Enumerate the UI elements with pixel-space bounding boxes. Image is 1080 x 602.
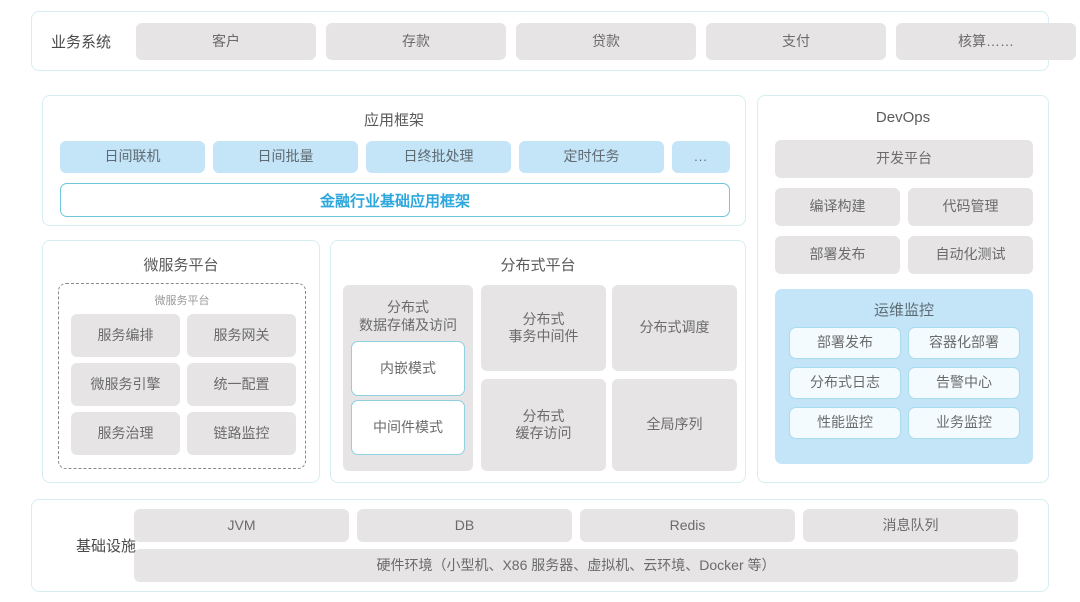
distributed-platform-title: 分布式平台	[500, 257, 576, 274]
microservice-tile-unified-config[interactable]: 统一配置	[187, 363, 296, 406]
infrastructure-panel: 基础设施 JVM DB Redis 消息队列 硬件环境（小型机、X86 服务器、…	[31, 499, 1049, 592]
ops-monitoring-title: 运维监控	[873, 302, 934, 319]
app-framework-tile-online[interactable]: 日间联机	[60, 141, 205, 173]
distributed-tile-embedded-mode[interactable]: 内嵌模式	[351, 341, 465, 396]
business-tile-payment[interactable]: 支付	[706, 23, 886, 60]
distributed-tile-data-storage-label: 分布式 数据存储及访问	[359, 299, 457, 333]
infrastructure-tile-db[interactable]: DB	[357, 509, 572, 542]
ops-tile-alert-center[interactable]: 告警中心	[908, 367, 1020, 399]
ops-tile-business-monitoring[interactable]: 业务监控	[908, 407, 1020, 439]
infrastructure-tile-jvm[interactable]: JVM	[134, 509, 349, 542]
ops-tile-performance-monitoring[interactable]: 性能监控	[789, 407, 901, 439]
microservice-inner-title: 微服务平台	[154, 295, 210, 307]
ops-tile-deploy[interactable]: 部署发布	[789, 327, 901, 359]
app-framework-title: 应用框架	[363, 112, 424, 129]
app-framework-panel: 应用框架 日间联机 日间批量 日终批处理 定时任务 ... 金融行业基础应用框架	[42, 95, 746, 226]
microservice-tile-trace-monitoring[interactable]: 链路监控	[187, 412, 296, 455]
distributed-tile-transaction-middleware[interactable]: 分布式 事务中间件	[481, 285, 606, 371]
business-tile-accounting[interactable]: 核算……	[896, 23, 1076, 60]
business-system-panel: 业务系统 客户 存款 贷款 支付 核算……	[31, 11, 1076, 71]
microservice-tile-engine[interactable]: 微服务引擎	[71, 363, 180, 406]
ops-tile-containerized-deploy[interactable]: 容器化部署	[908, 327, 1020, 359]
app-framework-tile-batch[interactable]: 日间批量	[213, 141, 358, 173]
business-tile-customer[interactable]: 客户	[136, 23, 316, 60]
distributed-tile-cache-access[interactable]: 分布式 缓存访问	[481, 379, 606, 471]
ops-tile-distributed-log[interactable]: 分布式日志	[789, 367, 901, 399]
business-tile-deposit[interactable]: 存款	[326, 23, 506, 60]
app-framework-banner: 金融行业基础应用框架	[60, 183, 730, 217]
devops-tile-build[interactable]: 编译构建	[775, 188, 900, 226]
app-framework-tile-eod[interactable]: 日终批处理	[366, 141, 511, 173]
infrastructure-tile-hardware[interactable]: 硬件环境（小型机、X86 服务器、虚拟机、云环境、Docker 等）	[134, 549, 1018, 582]
devops-tile-auto-test[interactable]: 自动化测试	[908, 236, 1033, 274]
devops-tile-code-management[interactable]: 代码管理	[908, 188, 1033, 226]
microservice-tile-orchestration[interactable]: 服务编排	[71, 314, 180, 357]
infrastructure-label: 基础设施	[76, 538, 137, 555]
devops-tile-dev-platform[interactable]: 开发平台	[775, 140, 1033, 178]
distributed-platform-panel: 分布式平台 分布式 数据存储及访问 内嵌模式 中间件模式 分布式 事务中间件 分…	[330, 240, 746, 483]
distributed-tile-global-sequence[interactable]: 全局序列	[612, 379, 737, 471]
microservice-platform-title: 微服务平台	[143, 257, 219, 274]
microservice-tile-governance[interactable]: 服务治理	[71, 412, 180, 455]
business-tile-loan[interactable]: 贷款	[516, 23, 696, 60]
devops-panel: DevOps 开发平台 编译构建 代码管理 部署发布 自动化测试 运维监控 部署…	[757, 95, 1049, 483]
microservice-tile-gateway[interactable]: 服务网关	[187, 314, 296, 357]
app-framework-tile-more[interactable]: ...	[672, 141, 730, 173]
microservice-inner-dashed-box: 微服务平台 服务编排 服务网关 微服务引擎 统一配置 服务治理 链路监控	[58, 283, 306, 469]
ops-monitoring-panel: 运维监控 部署发布 容器化部署 分布式日志 告警中心 性能监控 业务监控	[775, 289, 1033, 464]
distributed-tile-middleware-mode[interactable]: 中间件模式	[351, 400, 465, 455]
app-framework-tile-scheduled[interactable]: 定时任务	[519, 141, 664, 173]
distributed-tile-scheduling[interactable]: 分布式调度	[612, 285, 737, 371]
business-system-label: 业务系统	[51, 33, 112, 51]
infrastructure-tile-message-queue[interactable]: 消息队列	[803, 509, 1018, 542]
infrastructure-tile-redis[interactable]: Redis	[580, 509, 795, 542]
devops-title: DevOps	[875, 109, 931, 126]
devops-tile-deploy[interactable]: 部署发布	[775, 236, 900, 274]
microservice-platform-panel: 微服务平台 微服务平台 服务编排 服务网关 微服务引擎 统一配置 服务治理 链路…	[42, 240, 320, 483]
